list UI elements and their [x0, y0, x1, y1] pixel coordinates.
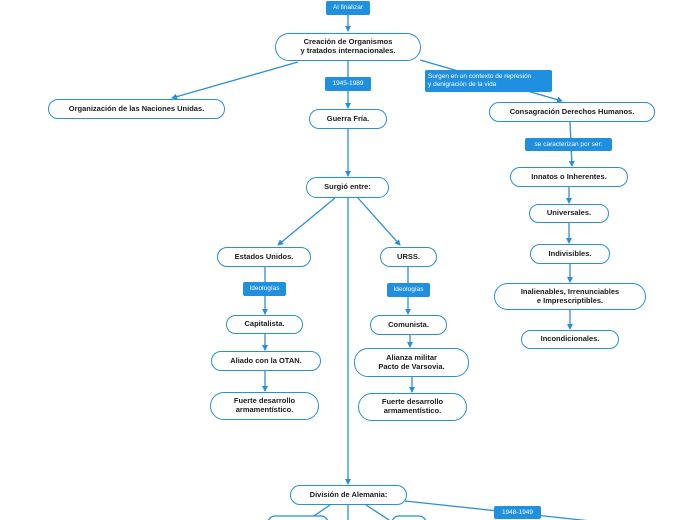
edge-division-right [365, 504, 391, 520]
node-incondicionales[interactable]: Incondicionales. [521, 330, 619, 349]
node-inalienables[interactable]: Inalienables, Irrenunciables e Imprescri… [494, 283, 646, 310]
edge-creacion-onu [171, 61, 299, 100]
partial-node-left [267, 515, 329, 520]
label-1945-1989: 1945-1989 [325, 77, 371, 91]
node-innatos[interactable]: Innatos o Inherentes. [510, 167, 628, 187]
edge-surgio-urss [357, 197, 401, 246]
node-fuerte-desarrollo-eeuu[interactable]: Fuerte desarrollo armamentístico. [210, 392, 319, 420]
node-division-alemania[interactable]: División de Alemania: [290, 485, 407, 505]
node-guerra-fria[interactable]: Guerra Fría. [309, 109, 387, 129]
node-consagracion-ddhh[interactable]: Consagración Derechos Humanos. [489, 102, 655, 122]
node-urss[interactable]: URSS. [380, 247, 437, 267]
label-al-finalizar: Al finalizar [326, 1, 370, 15]
partial-node-right [391, 515, 427, 520]
node-universales[interactable]: Universales. [529, 204, 609, 223]
node-capitalista[interactable]: Capitalista. [226, 315, 303, 334]
label-1948-1949: 1948-1949 [494, 506, 541, 519]
label-ideologias-eeuu: Ideologías [243, 282, 286, 296]
edge-surgio-eeuu [277, 197, 336, 246]
node-estados-unidos[interactable]: Estados Unidos. [217, 247, 311, 267]
node-onu[interactable]: Organización de las Naciones Unidas. [48, 99, 225, 119]
node-surgio-entre[interactable]: Surgió entre: [306, 177, 389, 198]
label-surgen-contexto: Surgen en un contexto de represión y den… [425, 70, 552, 92]
node-alianza-varsovia[interactable]: Alianza militar Pacto de Varsovia. [354, 348, 469, 377]
label-ideologias-urss: Ideologías [387, 283, 430, 297]
node-fuerte-desarrollo-urss[interactable]: Fuerte desarrollo armamentístico. [358, 393, 467, 421]
node-aliado-otan[interactable]: Aliado con la OTAN. [211, 351, 321, 371]
node-comunista[interactable]: Comunista. [370, 315, 447, 335]
node-indivisibles[interactable]: Indivisibles. [530, 244, 610, 264]
node-creacion-organismos[interactable]: Creación de Organismos y tratados intern… [275, 33, 421, 61]
label-se-caracterizan: se caracterizan por ser: [525, 138, 612, 151]
